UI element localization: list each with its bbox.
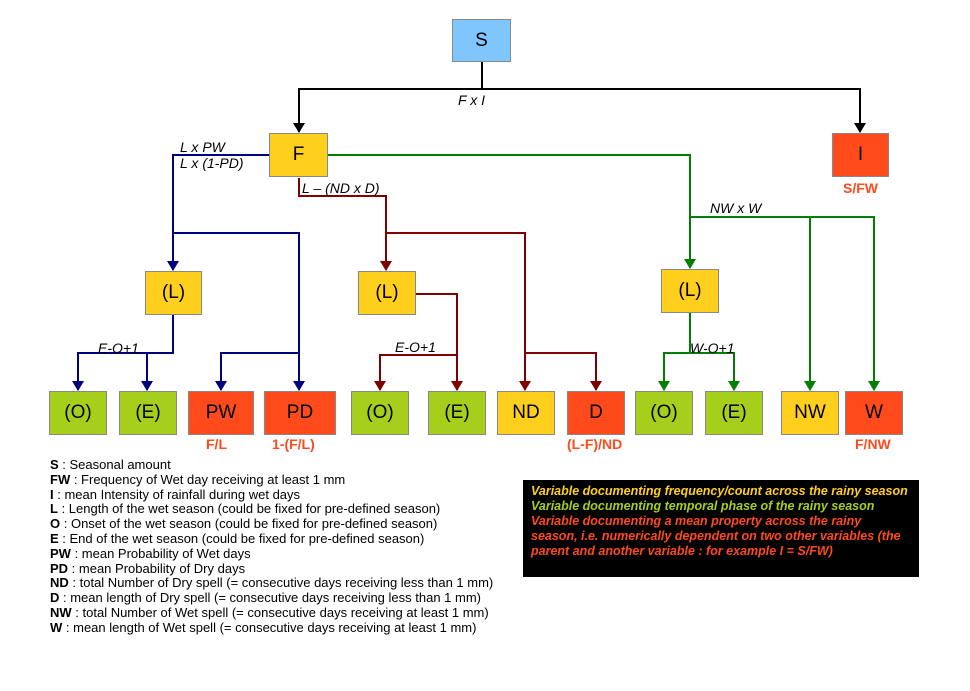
node-nw: NW bbox=[781, 391, 839, 435]
color-key: Variable documenting frequency/count acr… bbox=[523, 480, 919, 577]
node-o1: (O) bbox=[49, 391, 107, 435]
edge-label-eo1-a: E-O+1 bbox=[98, 340, 139, 356]
edge-s-to-f bbox=[293, 61, 483, 133]
edge-to-d bbox=[525, 352, 602, 391]
node-o3: (O) bbox=[635, 391, 693, 435]
edge-label-eo1-b: E-O+1 bbox=[395, 339, 436, 355]
legend-item-pw: PW : mean Probability of Wet days bbox=[50, 545, 251, 561]
edge-l2-to-nd bbox=[386, 232, 531, 391]
edge-label-fxi: F x I bbox=[458, 92, 485, 108]
legend-item-d: D : mean length of Dry spell (= consecut… bbox=[50, 590, 481, 606]
legend-item-nw: NW : total Number of Wet spell (= consec… bbox=[50, 604, 489, 620]
edge-l3-to-e3 bbox=[690, 352, 740, 391]
edge-label-nwxw: NW x W bbox=[710, 200, 762, 216]
node-e1: (E) bbox=[119, 391, 177, 435]
node-s: S bbox=[452, 19, 511, 62]
edge-to-o2 bbox=[374, 354, 457, 391]
edge-f-to-l1 bbox=[167, 154, 270, 271]
node-l3: (L) bbox=[661, 269, 719, 313]
legend-item-o: O : Onset of the wet season (could be fi… bbox=[50, 516, 438, 532]
node-e2: (E) bbox=[428, 391, 486, 435]
edge-label-lx1pd: L x (1-PD) bbox=[180, 155, 244, 171]
node-i: I bbox=[832, 133, 889, 177]
node-pd: PD bbox=[264, 391, 336, 435]
edge-l3-to-o3 bbox=[658, 312, 691, 391]
edge-f-to-pd bbox=[173, 232, 305, 391]
edge-to-w bbox=[810, 216, 880, 391]
edge-label-lxpw: L x PW bbox=[180, 139, 225, 155]
edge-l2-to-e2 bbox=[416, 293, 463, 391]
node-d: D bbox=[567, 391, 625, 435]
legend-item-e: E : End of the wet season (could be fixe… bbox=[50, 530, 425, 546]
edge-s-to-i bbox=[482, 88, 866, 133]
edge-to-pw bbox=[215, 352, 299, 391]
edge-l1-to-o1 bbox=[72, 314, 174, 391]
node-l2: (L) bbox=[358, 271, 416, 315]
node-e3: (E) bbox=[705, 391, 763, 435]
key-frequency: Variable documenting frequency/count acr… bbox=[531, 484, 908, 498]
node-w: W bbox=[845, 391, 903, 435]
legend-item-l: L : Length of the wet season (could be f… bbox=[50, 501, 441, 517]
formula-lfnd: (L-F)/ND bbox=[567, 436, 623, 452]
key-mean: Variable documenting a mean property acr… bbox=[531, 514, 901, 558]
legend-item-nd: ND : total Number of Dry spell (= consec… bbox=[50, 575, 494, 591]
formula-sfw: S/FW bbox=[843, 180, 878, 196]
legend-item-w: W : mean length of Wet spell (= consecut… bbox=[50, 619, 477, 635]
node-pw: PW bbox=[188, 391, 254, 435]
legend-item-pd: PD : mean Probability of Dry days bbox=[50, 560, 246, 576]
formula-fl: F/L bbox=[206, 436, 227, 452]
legend-item-fw: FW : Frequency of Wet day receiving at l… bbox=[50, 471, 346, 487]
legend-item-s: S : Seasonal amount bbox=[50, 457, 171, 472]
node-o2: (O) bbox=[351, 391, 409, 435]
edge-label-lndd: L – (ND x D) bbox=[302, 180, 380, 196]
key-phase: Variable documenting temporal phase of t… bbox=[531, 499, 875, 513]
edge-f-to-l3 bbox=[328, 154, 696, 269]
legend-item-i: I : mean Intensity of rainfall during we… bbox=[50, 486, 301, 502]
formula-fnw: F/NW bbox=[855, 436, 891, 452]
node-f: F bbox=[269, 133, 328, 177]
node-l1: (L) bbox=[145, 271, 202, 315]
abbreviation-legend: S : Seasonal amount FW : Frequency of We… bbox=[50, 457, 505, 636]
formula-one-minus-fl: 1-(F/L) bbox=[272, 436, 315, 452]
edge-label-wo1: W-O+1 bbox=[690, 340, 735, 356]
node-nd: ND bbox=[497, 391, 555, 435]
